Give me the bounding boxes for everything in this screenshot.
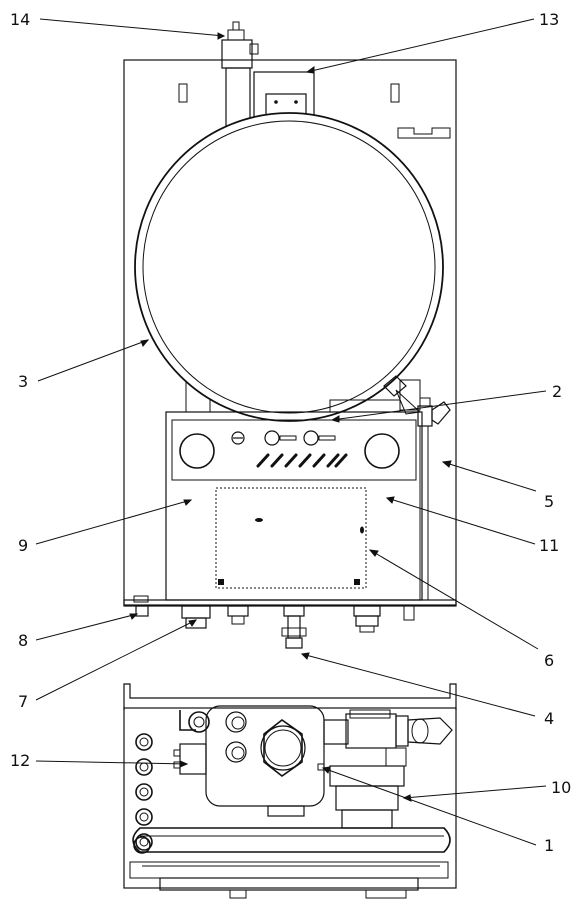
callout-2: 2 xyxy=(552,382,562,401)
callout-7: 7 xyxy=(18,692,28,711)
front-view xyxy=(123,21,457,649)
callout-8: 8 xyxy=(18,631,28,650)
callout-11: 11 xyxy=(539,536,559,555)
callout-4: 4 xyxy=(544,709,554,728)
callout-6: 6 xyxy=(544,651,554,670)
callout-1: 1 xyxy=(544,836,554,855)
back-plate xyxy=(123,59,457,606)
callout-12: 12 xyxy=(10,751,30,770)
callout-3: 3 xyxy=(18,372,28,391)
bottom-view xyxy=(123,683,457,899)
temperature-gauge xyxy=(364,433,400,469)
expansion-vessel xyxy=(134,112,444,422)
callout-labels: 14 13 3 2 5 9 11 6 8 7 4 12 10 1 xyxy=(10,10,571,855)
leader-lines xyxy=(35,18,547,846)
callout-5: 5 xyxy=(544,492,554,511)
pressure-gauge xyxy=(179,433,215,469)
callout-13: 13 xyxy=(539,10,559,29)
callout-9: 9 xyxy=(18,536,28,555)
left-connectors xyxy=(135,733,153,851)
callout-10: 10 xyxy=(551,778,571,797)
callout-14: 14 xyxy=(10,10,30,29)
